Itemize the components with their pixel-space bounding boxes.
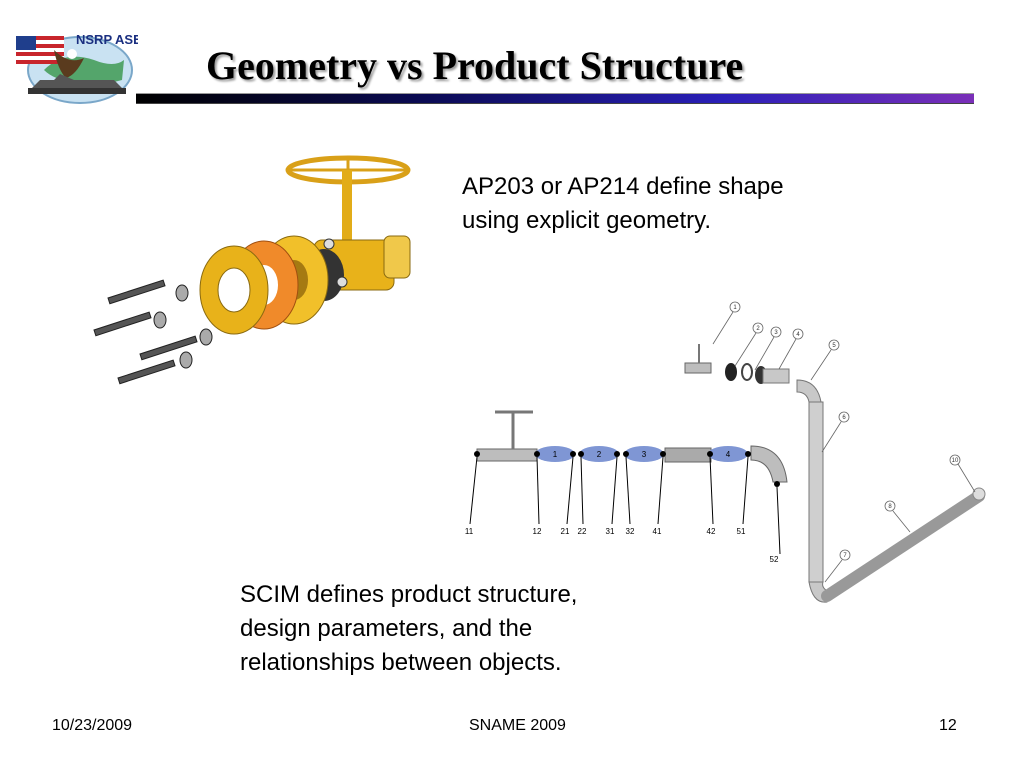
node-label: 32 [626,527,635,536]
node-label: 21 [561,527,570,536]
logo-text: NSRP ASE [76,32,138,47]
text-line: design parameters, and the [240,615,533,642]
title-underline-bar [136,93,974,104]
callout-label: 6 [842,415,846,421]
segment-label: 1 [553,450,558,459]
text-block-geometry: AP203 or AP214 define shape using explic… [462,170,784,238]
text-line: relationships between objects. [240,649,562,676]
segment-label: 3 [642,450,647,459]
footer-page-number: 12 [939,717,957,734]
node-label: 51 [737,527,746,536]
callout-label: 5 [832,343,836,349]
callout-label: 3 [774,330,778,336]
node-label: 52 [770,555,779,564]
callout-label: 7 [843,553,847,559]
node-label: 11 [465,527,474,536]
text-line: AP203 or AP214 define shape [462,173,784,200]
nsrp-ase-logo: NSRP ASE [16,32,138,104]
footer-date: 10/23/2009 [52,717,133,734]
segment-label: 2 [597,450,602,459]
footer-center: SNAME 2009 [469,717,566,734]
callout-label: 4 [796,332,800,338]
text-line: using explicit geometry. [462,207,711,234]
text-block-product-structure: SCIM defines product structure, design p… [240,578,577,680]
node-label: 31 [606,527,615,536]
node-label: 41 [653,527,662,536]
callout-label: 8 [888,504,892,510]
slide-title: Geometry vs Product Structure [206,43,744,88]
valve-assembly-image [93,155,411,385]
node-label: 22 [578,527,587,536]
product-structure-schematic: 1 2 3 4 11 12 21 22 31 32 41 42 51 52 [465,301,986,603]
callout-label: 1 [733,305,737,311]
node-label: 12 [533,527,542,536]
node-label: 42 [707,527,716,536]
callout-label: 10 [952,458,959,464]
callout-label: 2 [756,326,760,332]
text-line: SCIM defines product structure, [240,581,578,608]
segment-label: 4 [726,450,731,459]
